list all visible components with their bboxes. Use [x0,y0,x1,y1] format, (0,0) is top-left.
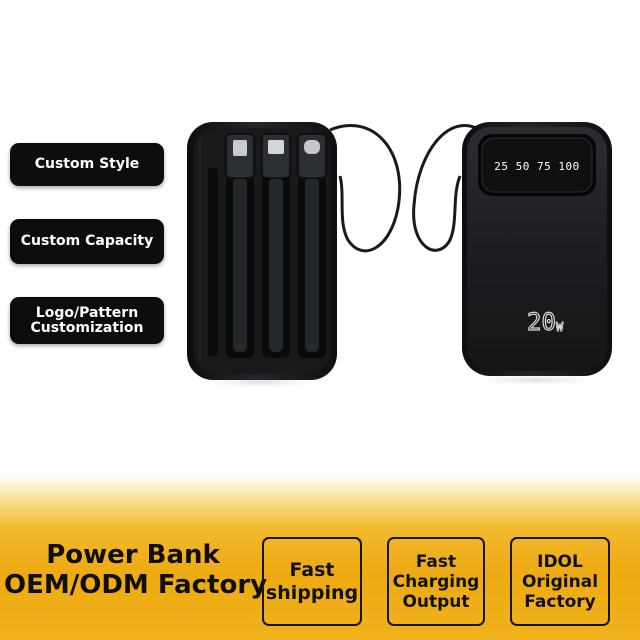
headline-line-2: OEM/ODM Factory [4,570,268,600]
led-display-readout: 25 50 75 100 [494,160,579,173]
fast-shipping-box: Fast shipping [262,537,362,626]
headline: Power Bank OEM/ODM Factory [4,540,268,600]
logo-pattern-label: Logo/Pattern Customization [30,304,144,336]
feature-banner [0,475,640,640]
original-factory-box: IDOL Original Factory [510,537,610,626]
fast-charging-box: Fast Charging Output [387,537,485,626]
logo-pattern-badge: Logo/Pattern Customization [10,297,164,344]
custom-capacity-label: Custom Capacity [20,233,154,249]
custom-style-badge: Custom Style [10,143,164,186]
power-bank-front-view: 25 50 75 100 20 W [412,122,614,387]
power-bank-back-view [181,122,402,389]
power-output-unit: W [556,320,564,334]
power-bank-product-photo: 25 50 75 100 20 W [181,122,614,389]
original-factory-label: IDOL Original Factory [521,551,599,612]
custom-style-label: Custom Style [34,156,140,172]
headline-line-1: Power Bank [46,540,220,570]
fast-charging-label: Fast Charging Output [392,551,480,612]
fast-shipping-label: Fast shipping [265,558,359,604]
custom-capacity-badge: Custom Capacity [10,219,164,264]
power-output-label: 20 [527,308,556,336]
